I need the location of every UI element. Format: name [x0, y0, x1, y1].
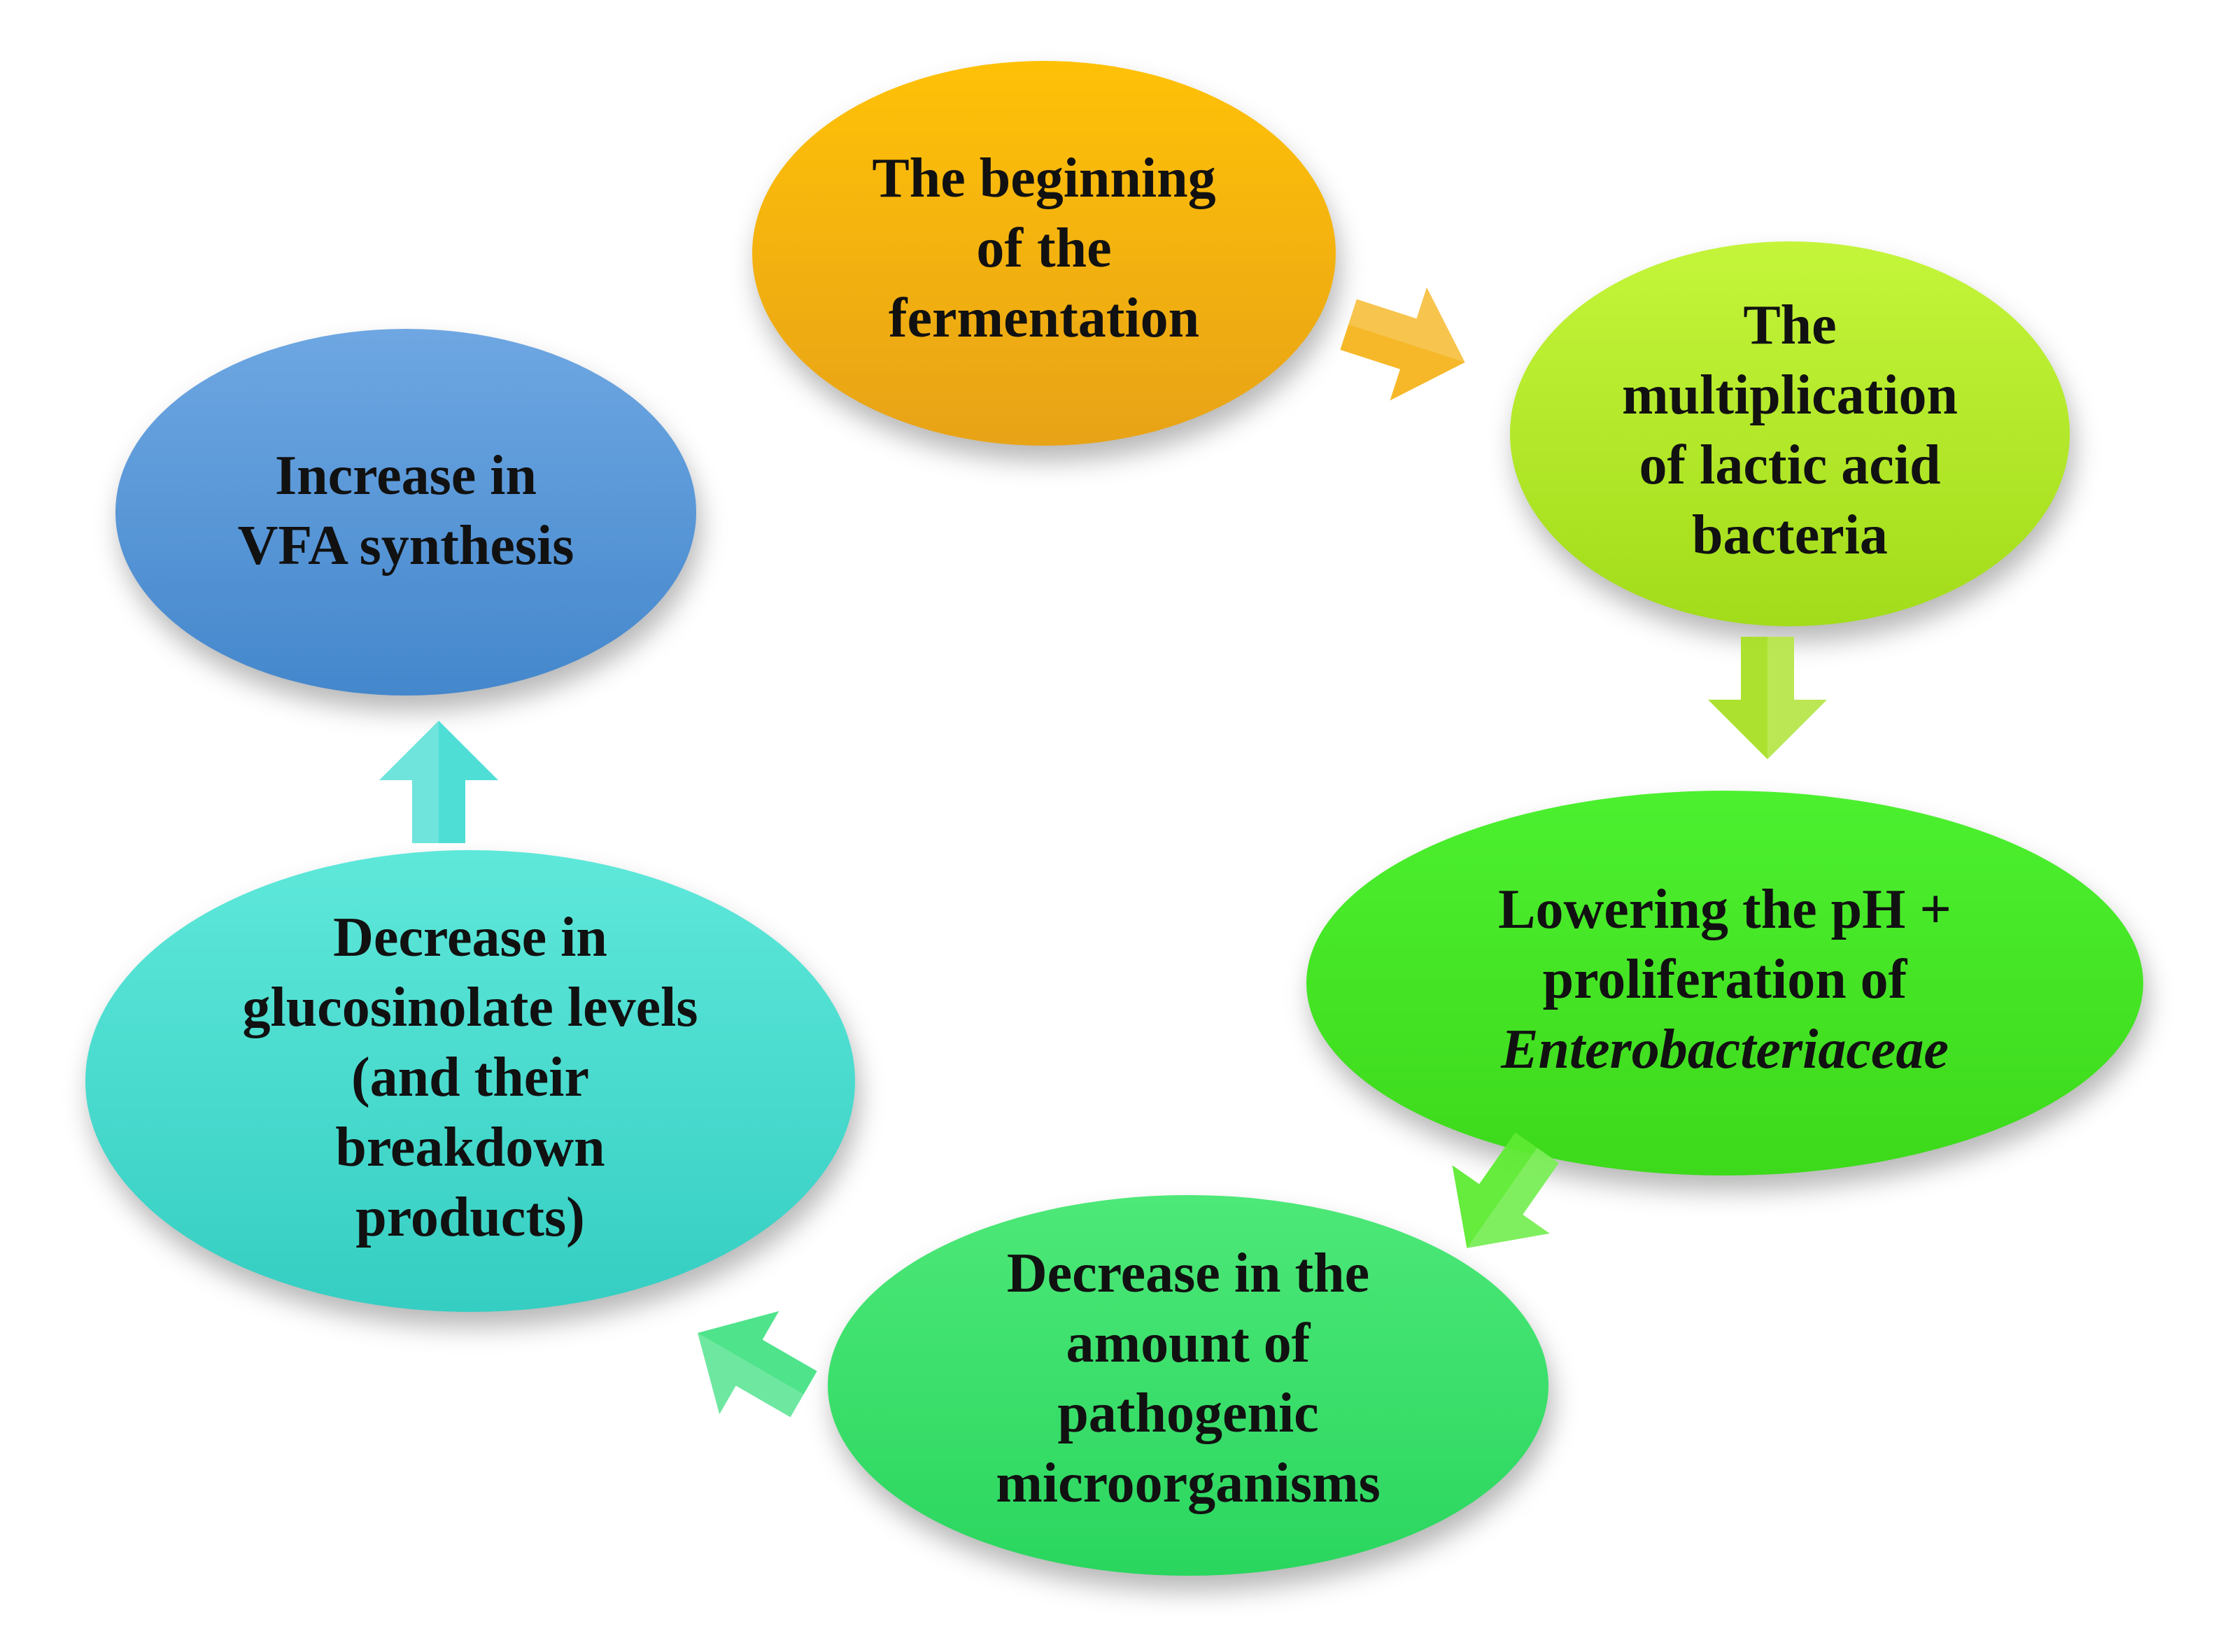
- node-pathogen-decrease: [828, 1195, 1548, 1576]
- arrow-shape: [698, 1311, 817, 1418]
- node-lactic-acid-bacteria: [1510, 241, 2070, 626]
- arrow-highlight: [1348, 287, 1465, 362]
- node-vfa-increase: [115, 329, 696, 696]
- arrow-shape: [1340, 287, 1465, 401]
- arrow-glucosinolate-decrease-to-vfa-increase: [379, 721, 498, 843]
- node-lowering-ph: [1306, 791, 2143, 1176]
- arrow-shape: [379, 721, 498, 843]
- arrow-highlight: [698, 1333, 804, 1418]
- arrow-lowering-ph-to-pathogen-decrease: [1452, 1132, 1559, 1248]
- arrow-shape: [1708, 637, 1827, 759]
- arrow-pathogen-decrease-to-glucosinolate-decrease: [698, 1311, 817, 1418]
- arrow-fermentation-start-to-lactic-acid-bacteria: [1340, 287, 1465, 401]
- node-glucosinolate-decrease: [85, 850, 855, 1312]
- arrow-highlight: [1767, 637, 1827, 759]
- arrow-highlight: [379, 721, 439, 843]
- node-fermentation-start: [752, 61, 1336, 446]
- arrow-lactic-acid-bacteria-to-lowering-ph: [1708, 637, 1827, 759]
- arrow-shape: [1452, 1132, 1559, 1248]
- arrow-highlight: [1467, 1148, 1559, 1248]
